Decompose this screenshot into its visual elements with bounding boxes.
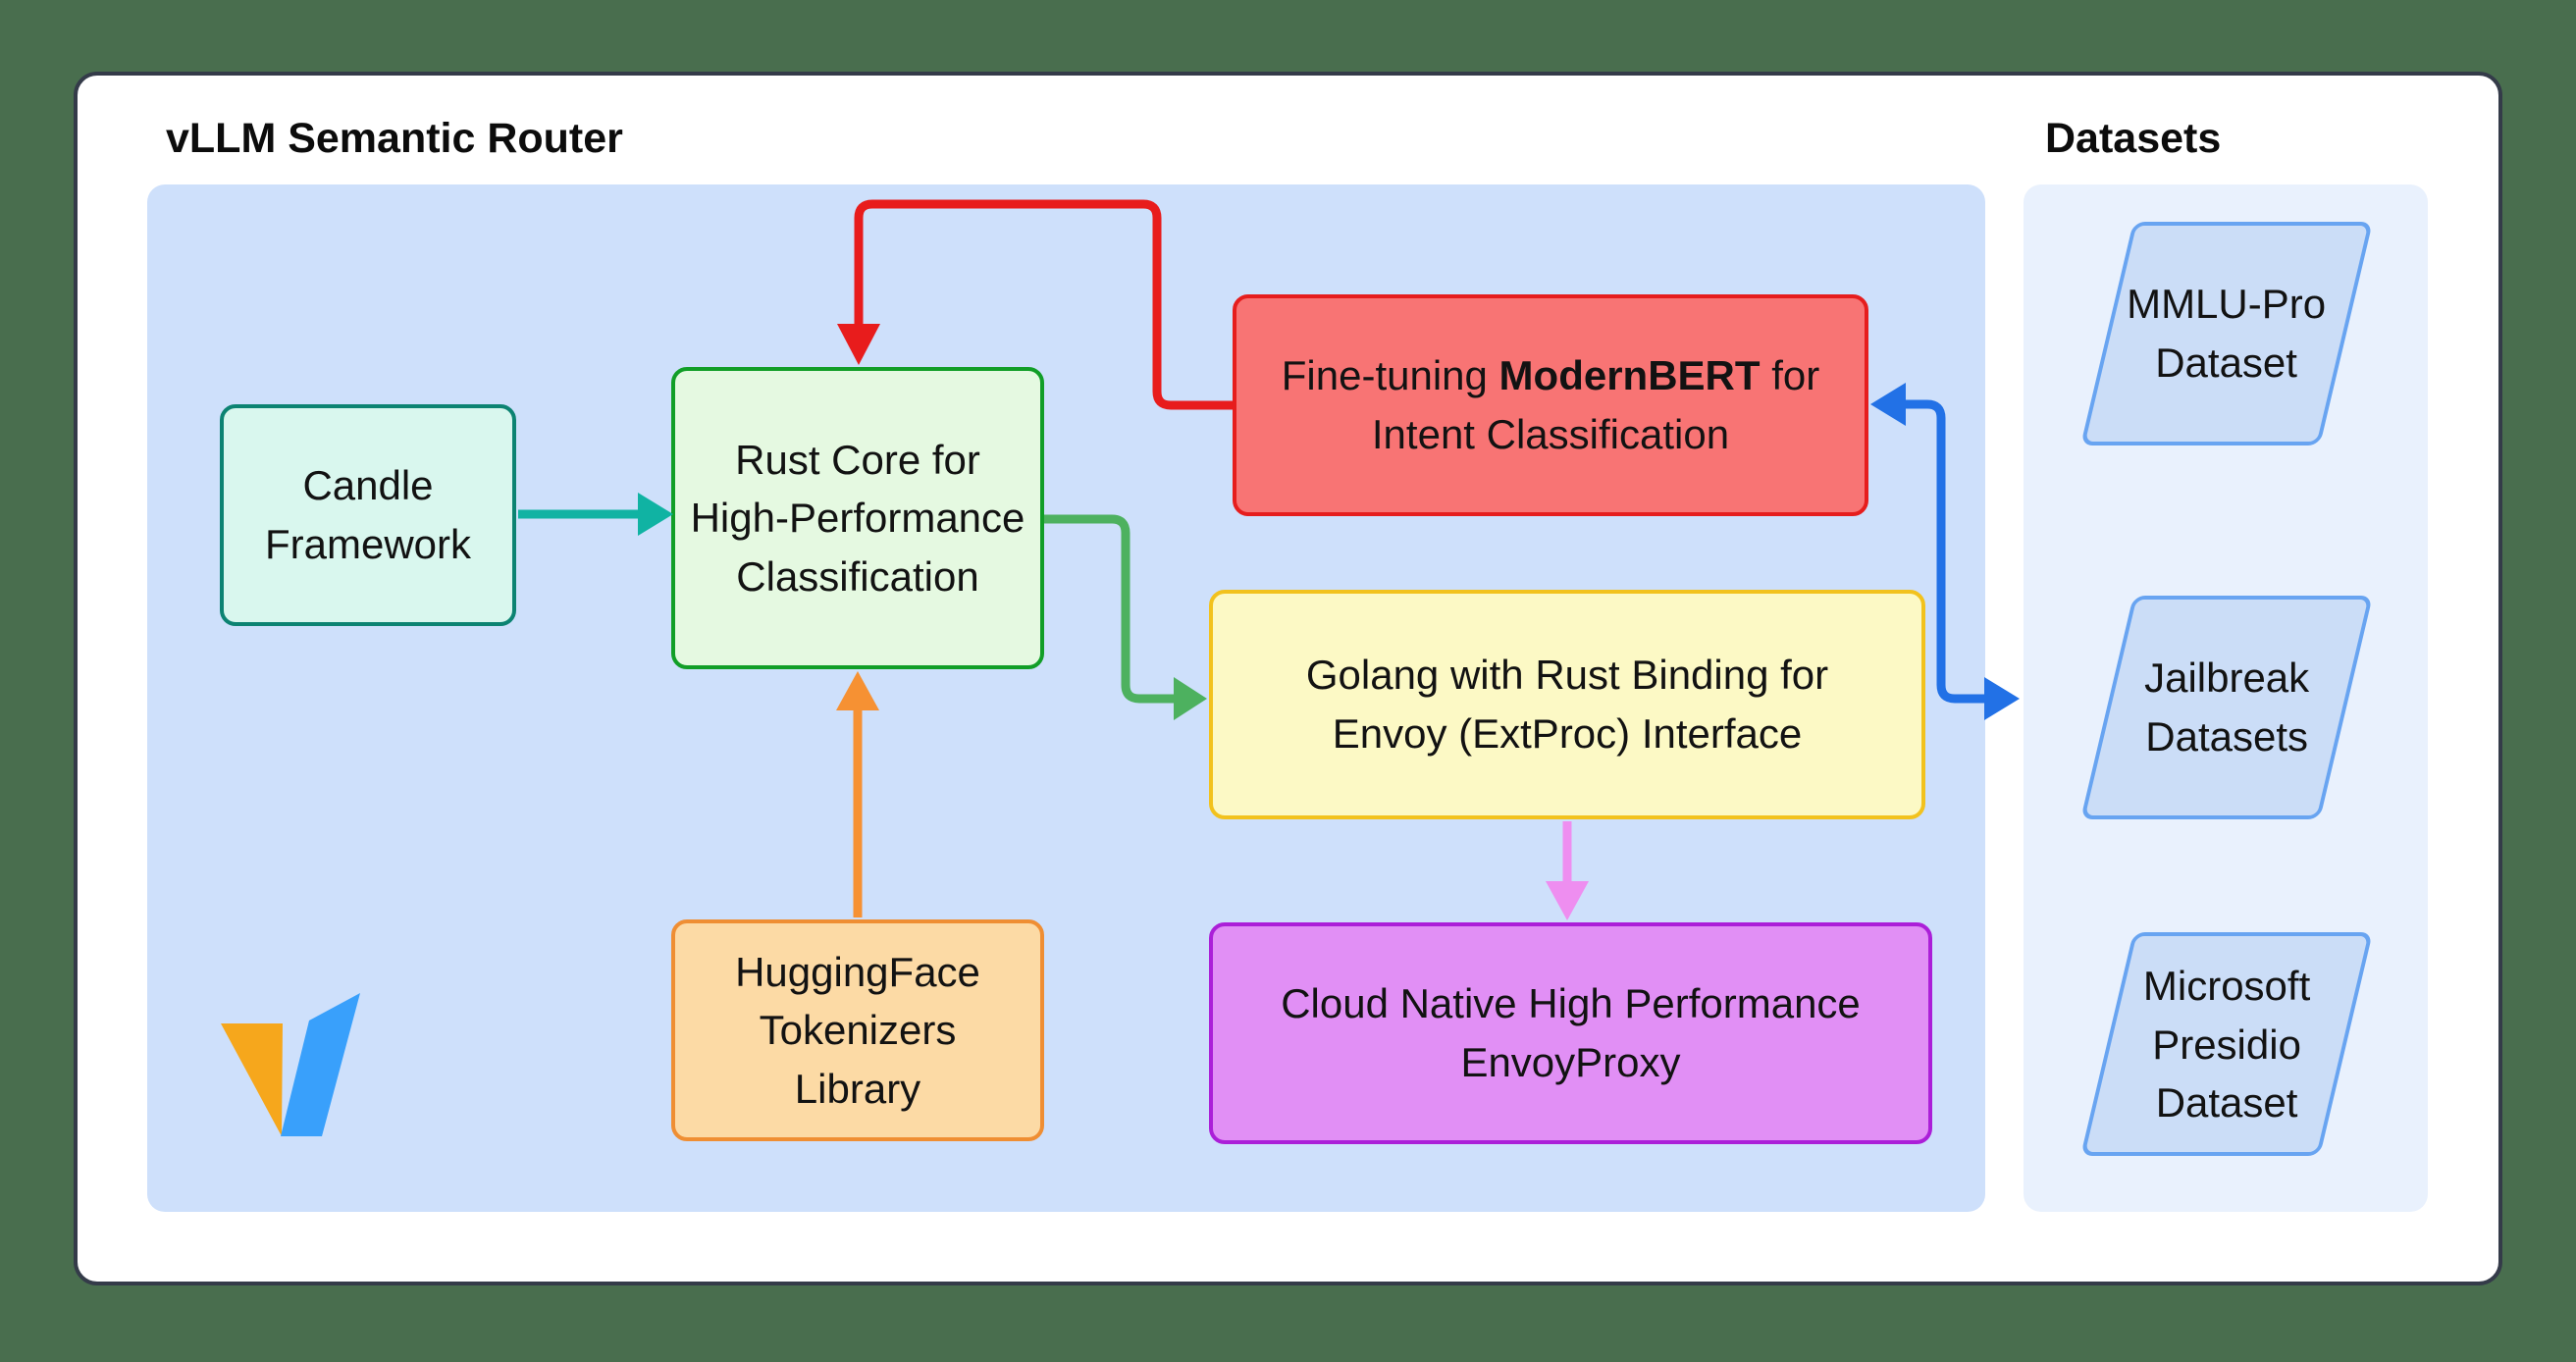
node-huggingface-label: HuggingFace Tokenizers Library [735,948,980,1112]
node-fine-tuning-modernbert: Fine-tuning ModernBERT for Intent Classi… [1233,294,1868,516]
datasets-title: Datasets [2045,115,2222,162]
node-envoyproxy: Cloud Native High Performance EnvoyProxy [1209,922,1932,1144]
dataset-jailbreak-label: Jailbreak Datasets [2143,655,2310,760]
node-golang-extproc: Golang with Rust Binding for Envoy (ExtP… [1209,590,1925,819]
node-candle-framework-label: Candle Framework [264,462,472,567]
node-rust-core-label: Rust Core for High-Performance Classific… [690,436,1025,600]
node-fine-tuning-label: Fine-tuning ModernBERT for Intent Classi… [1281,352,1820,457]
node-envoyproxy-label: Cloud Native High Performance EnvoyProxy [1281,980,1861,1085]
modernbert-bold-text: ModernBERT [1498,352,1761,399]
node-huggingface-tokenizers: HuggingFace Tokenizers Library [671,919,1044,1141]
node-golang-extproc-label: Golang with Rust Binding for Envoy (ExtP… [1305,652,1829,757]
node-rust-core: Rust Core for High-Performance Classific… [671,367,1044,669]
dataset-mmlu-pro-label: MMLU-Pro Dataset [2127,281,2327,386]
dataset-microsoft-presidio-label: Microsoft Presidio Dataset [2142,962,2311,1126]
page-title: vLLM Semantic Router [166,115,623,162]
node-candle-framework: Candle Framework [220,404,516,626]
